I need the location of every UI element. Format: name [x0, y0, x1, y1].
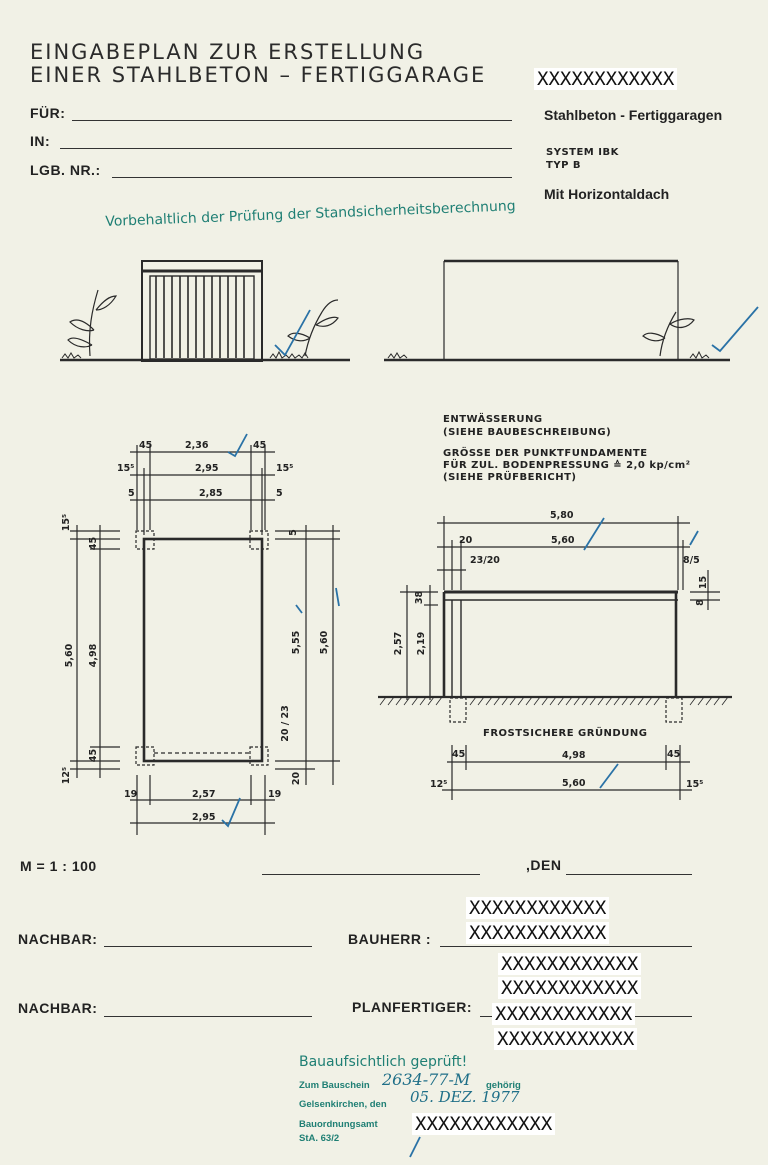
dim-sec-498: 4,98	[562, 750, 586, 761]
dim-sec-560: 5,60	[551, 535, 575, 546]
dim-plan-15b: 15⁵	[276, 463, 294, 474]
note-entwaesserung: ENTWÄSSERUNG	[443, 414, 543, 425]
dim-sec-8: 8	[694, 599, 706, 606]
redacted-name-top: XXXXXXXXXXXX	[534, 68, 678, 90]
field-in-label: IN:	[30, 133, 51, 149]
dim-plan-45-bottom: 45	[88, 748, 100, 763]
note-siehe-bau: (SIEHE BAUBESCHREIBUNG)	[443, 427, 612, 438]
redacted-planfertiger-2: XXXXXXXXXXXX	[494, 1028, 638, 1050]
note-siehe-pruef: (SIEHE PRÜFBERICHT)	[443, 472, 577, 483]
dim-plan-45-top: 45	[88, 536, 100, 551]
system-label: SYSTEM IBK	[546, 147, 619, 158]
den-label: ,DEN	[526, 857, 562, 873]
dim-sec-2320: 23/20	[470, 555, 500, 566]
nachbar-1-label: NACHBAR:	[18, 931, 98, 947]
approval-line1: Zum Bauschein	[299, 1080, 370, 1091]
dim-sec-20: 20	[459, 535, 473, 546]
dim-plan-15v: 15⁵	[61, 513, 73, 532]
dim-plan-45b: 45	[253, 440, 267, 451]
roof-type: Mit Horizontaldach	[544, 186, 670, 202]
approval-line1b: gehörig	[486, 1080, 521, 1091]
redacted-approver: XXXXXXXXXXXX	[412, 1113, 556, 1135]
dim-plan-20: 20	[291, 771, 303, 786]
note-groesse: GRÖSSE DER PUNKTFUNDAMENTE	[443, 448, 648, 459]
nachbar-2-line	[104, 1016, 312, 1017]
section-view	[378, 516, 732, 800]
dim-sec-85: 8/5	[683, 555, 700, 566]
dim-sec-560b: 5,60	[562, 778, 586, 789]
product-name: Stahlbeton - Fertiggaragen	[544, 107, 723, 123]
redacted-planfertiger-1: XXXXXXXXXXXX	[492, 1003, 636, 1025]
title-line-1: EINGABEPLAN ZUR ERSTELLUNG	[30, 40, 426, 64]
approval-line2: Gelsenkirchen, den	[299, 1099, 387, 1110]
bauherr-line	[440, 946, 692, 947]
dim-sec-45a: 45	[452, 749, 466, 760]
bauherr-label: BAUHERR :	[348, 931, 432, 947]
dim-plan-257: 2,57	[192, 789, 216, 800]
planfertiger-label: PLANFERTIGER:	[352, 999, 473, 1015]
dim-plan-19a: 19	[124, 789, 138, 800]
place-line	[262, 874, 480, 875]
dim-plan-19b: 19	[268, 789, 282, 800]
dim-plan-236: 2,36	[185, 440, 209, 451]
approval-date: 05. DEZ. 1977	[410, 1088, 520, 1106]
dim-plan-5b: 5	[276, 488, 283, 499]
scale-label: M = 1 : 100	[20, 858, 97, 874]
dim-plan-560: 5,60	[64, 643, 76, 668]
field-fuer-label: FÜR:	[30, 105, 66, 121]
dim-plan-295b: 2,95	[192, 812, 216, 823]
dim-sec-12: 12⁵	[430, 779, 448, 790]
bauschein-number: 2634-77-M	[382, 1070, 471, 1089]
redacted-bauherr-1: XXXXXXXXXXXX	[466, 897, 610, 919]
dim-sec-580: 5,80	[550, 510, 574, 521]
dim-plan-560r: 5,60	[319, 630, 331, 655]
plan-view	[70, 445, 340, 835]
side-view-garage	[384, 259, 730, 362]
dim-plan-12: 12⁵	[61, 766, 73, 785]
dim-plan-555: 5,55	[291, 630, 303, 655]
front-view-garage	[60, 260, 350, 362]
dim-sec-38: 38	[414, 590, 426, 605]
approval-title: Bauaufsichtlich geprüft!	[299, 1054, 468, 1070]
dim-sec-219: 2,19	[416, 631, 428, 656]
dim-sec-15b: 15⁵	[686, 779, 704, 790]
nachbar-2-label: NACHBAR:	[18, 1000, 98, 1016]
typ-label: TYP B	[546, 160, 581, 171]
redacted-bauherr-2: XXXXXXXXXXXX	[466, 922, 610, 944]
dim-sec-45b: 45	[667, 749, 681, 760]
field-in-line	[60, 148, 512, 149]
note-fuer-zul: FÜR ZUL. BODENPRESSUNG ≙ 2,0 kp/cm²	[443, 460, 691, 471]
field-lgb-label: LGB. NR.:	[30, 162, 101, 178]
title-line-2: EINER STAHLBETON – FERTIGGARAGE	[30, 63, 487, 87]
dim-sec-257: 2,57	[393, 631, 405, 656]
approval-line4: StA. 63/2	[299, 1133, 340, 1144]
nachbar-1-line	[104, 946, 312, 947]
note-frost: FROSTSICHERE GRÜNDUNG	[483, 728, 648, 739]
redacted-mid-2: XXXXXXXXXXXX	[498, 977, 642, 999]
date-line	[566, 874, 692, 875]
dim-plan-5a: 5	[128, 488, 135, 499]
dim-plan-15a: 15⁵	[117, 463, 135, 474]
field-fuer-line	[72, 120, 512, 121]
dim-plan-45a: 45	[139, 440, 153, 451]
dim-plan-295: 2,95	[195, 463, 219, 474]
check-marks	[221, 306, 759, 1158]
redacted-mid-1: XXXXXXXXXXXX	[498, 953, 642, 975]
dim-plan-285: 2,85	[199, 488, 223, 499]
dim-plan-498: 4,98	[88, 643, 100, 668]
field-lgb-line	[112, 177, 512, 178]
dim-sec-15: 15	[698, 575, 710, 590]
dim-plan-5r: 5	[287, 529, 299, 536]
dim-plan-2023: 20 / 23	[279, 705, 291, 742]
approval-line3: Bauordnungsamt	[299, 1119, 378, 1130]
